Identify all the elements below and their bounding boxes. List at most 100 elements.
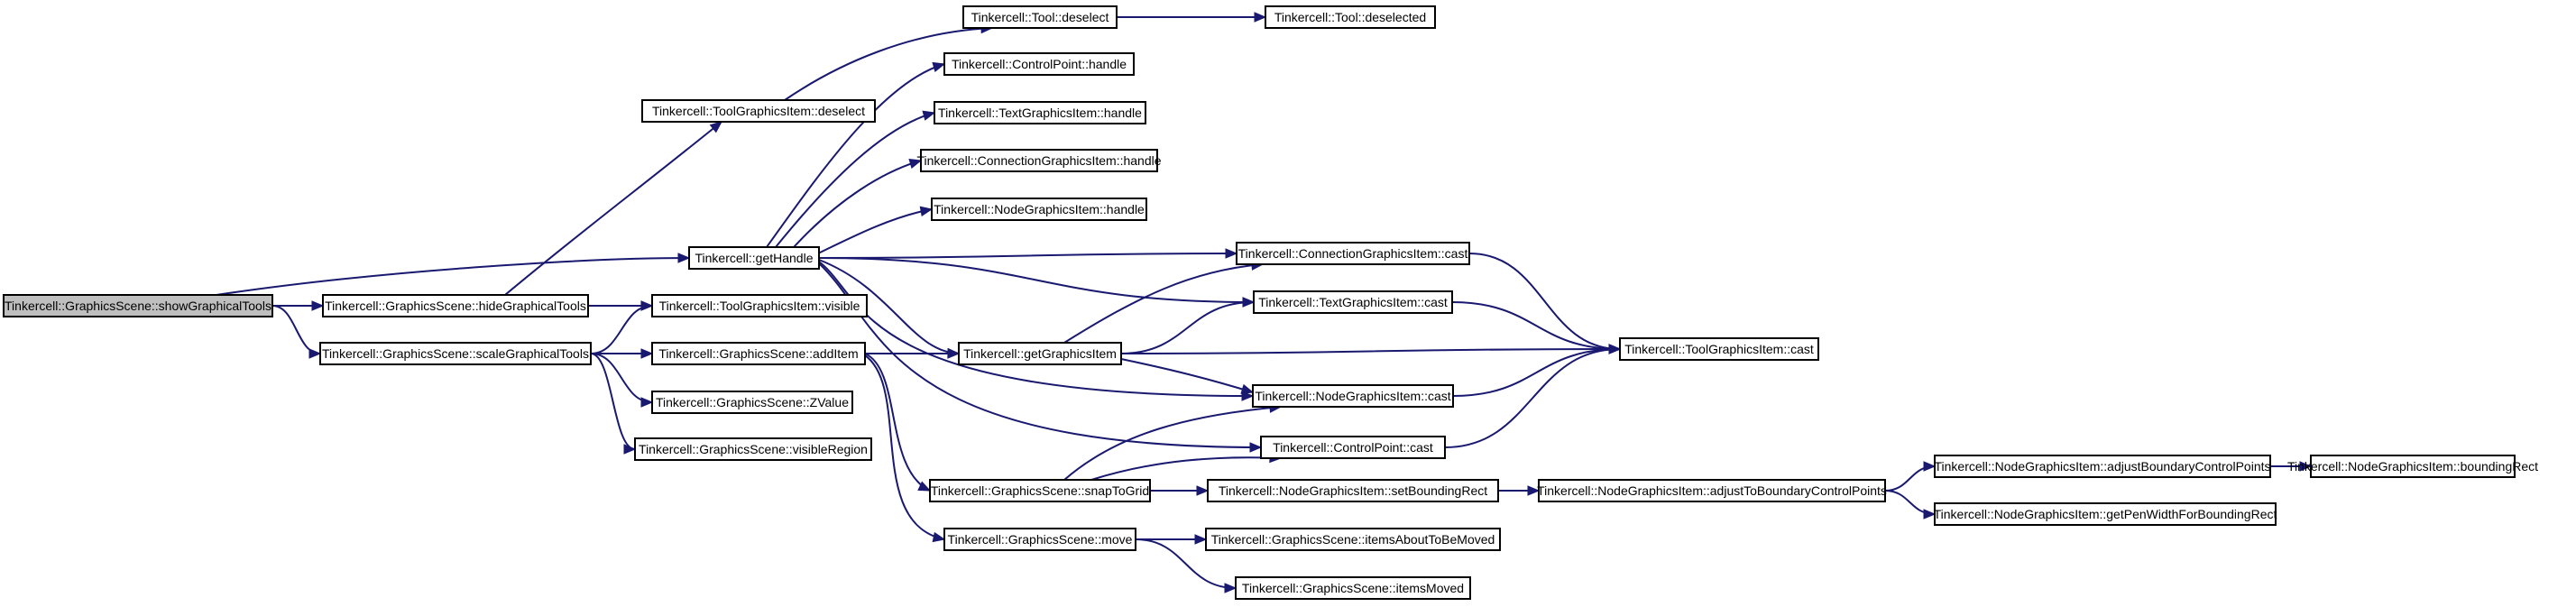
node-txtHandle[interactable]: Tinkercell::TextGraphicsItem::handle <box>934 101 1146 124</box>
edge-adjTo-to-adjBCP <box>1884 461 1937 492</box>
node-label: Tinkercell::ToolGraphicsItem::cast <box>1624 342 1814 356</box>
edge-line <box>1451 301 1621 350</box>
edge-getHandle-to-txtHandle <box>775 110 936 248</box>
node-label: Tinkercell::ConnectionGraphicsItem::cast <box>1238 246 1468 261</box>
edge-show-to-getHandle <box>216 253 691 296</box>
arrowhead-icon <box>1194 534 1208 545</box>
arrowhead-icon <box>1254 12 1267 23</box>
edge-getHandle-to-nodeHandle <box>815 206 934 255</box>
node-visRegion[interactable]: Tinkercell::GraphicsScene::visibleRegion <box>634 437 872 461</box>
node-box <box>920 149 1158 172</box>
node-box <box>1205 528 1501 551</box>
edge-line <box>271 305 321 354</box>
node-getGI[interactable]: Tinkercell::getGraphicsItem <box>958 342 1122 365</box>
node-cpCast[interactable]: Tinkercell::ControlPoint::cast <box>1260 436 1446 459</box>
node-box <box>943 528 1136 551</box>
edge-line <box>815 208 933 255</box>
edge-snap-to-setBR <box>1150 485 1210 496</box>
node-connHandle[interactable]: Tinkercell::ConnectionGraphicsItem::hand… <box>916 149 1162 172</box>
node-label: Tinkercell::NodeGraphicsItem::handle <box>934 202 1145 216</box>
node-label: Tinkercell::getHandle <box>695 251 814 265</box>
edge-line <box>504 121 722 296</box>
node-tgiDeselect[interactable]: Tinkercell::ToolGraphicsItem::deselect <box>641 99 876 123</box>
edge-line <box>1444 348 1621 448</box>
node-nodeCast[interactable]: Tinkercell::NodeGraphicsItem::cast <box>1252 384 1454 408</box>
node-toolDeselected[interactable]: Tinkercell::Tool::deselected <box>1265 5 1436 29</box>
node-addItem[interactable]: Tinkercell::GraphicsScene::addItem <box>651 342 866 365</box>
edge-scale-to-tgiVisible <box>590 300 654 354</box>
node-tgiVisible[interactable]: Tinkercell::ToolGraphicsItem::visible <box>651 294 868 317</box>
node-label: Tinkercell::ToolGraphicsItem::deselect <box>652 104 865 118</box>
node-txtCast[interactable]: Tinkercell::TextGraphicsItem::cast <box>1253 290 1453 314</box>
node-box <box>1265 5 1436 29</box>
node-setBR[interactable]: Tinkercell::NodeGraphicsItem::setBoundin… <box>1207 479 1499 502</box>
arrowhead-icon <box>1923 461 1937 472</box>
edge-line <box>1884 465 1936 492</box>
node-zvalue[interactable]: Tinkercell::GraphicsScene::ZValue <box>651 391 853 414</box>
arrowhead-icon <box>2299 461 2313 472</box>
node-getHandle[interactable]: Tinkercell::getHandle <box>688 246 820 270</box>
edge-hide-to-tgiDeselect <box>504 121 723 296</box>
edge-scale-to-addItem <box>591 348 654 359</box>
node-aboutMoved[interactable]: Tinkercell::GraphicsScene::itemsAboutToB… <box>1205 528 1501 551</box>
node-nodeHandle[interactable]: Tinkercell::NodeGraphicsItem::handle <box>931 198 1147 221</box>
arrowhead-icon <box>623 444 637 455</box>
edge-getHandle-to-nodeCast <box>818 261 1255 401</box>
node-bRect[interactable]: Tinkercell::NodeGraphicsItem::boundingRe… <box>2287 455 2538 478</box>
node-label: Tinkercell::NodeGraphicsItem::getPenWidt… <box>1934 507 2277 521</box>
edge-show-to-scale <box>271 305 322 359</box>
node-box <box>931 198 1147 221</box>
node-label: Tinkercell::TextGraphicsItem::handle <box>938 106 1142 120</box>
root-node[interactable]: Tinkercell::GraphicsScene::showGraphical… <box>3 294 273 317</box>
node-move[interactable]: Tinkercell::GraphicsScene::move <box>943 528 1136 551</box>
node-box <box>1260 436 1446 459</box>
arrowhead-icon <box>311 300 325 311</box>
node-box <box>929 479 1151 502</box>
edge-line <box>775 112 935 248</box>
edge-txtCast-to-tgiCast <box>1451 301 1622 354</box>
arrowhead-icon <box>308 348 322 359</box>
node-label: Tinkercell::NodeGraphicsItem::boundingRe… <box>2287 459 2538 474</box>
node-label: Tinkercell::GraphicsScene::itemsAboutToB… <box>1211 532 1495 547</box>
node-box <box>319 342 592 365</box>
node-connCast[interactable]: Tinkercell::ConnectionGraphicsItem::cast <box>1236 242 1470 265</box>
arrowhead-icon <box>908 158 923 170</box>
node-tgiCast[interactable]: Tinkercell::ToolGraphicsItem::cast <box>1619 337 1819 361</box>
edge-getGI-to-tgiCast <box>1120 344 1622 354</box>
edge-toolDeselect-to-toolDeselected <box>1117 12 1267 23</box>
edge-line <box>818 259 960 354</box>
edge-addItem-to-snap <box>864 353 932 492</box>
node-label: Tinkercell::getGraphicsItem <box>963 346 1117 361</box>
arrowhead-icon <box>1249 442 1263 453</box>
edge-show-to-hide <box>272 300 325 311</box>
arrowhead-icon <box>1242 297 1256 308</box>
edge-line <box>784 27 993 101</box>
nodes-layer: Tinkercell::GraphicsScene::showGraphical… <box>3 5 2538 600</box>
node-snap[interactable]: Tinkercell::GraphicsScene::snapToGrid <box>929 479 1151 502</box>
node-moved[interactable]: Tinkercell::GraphicsScene::itemsMoved <box>1235 576 1471 600</box>
edge-line <box>864 354 945 540</box>
node-label: Tinkercell::NodeGraphicsItem::cast <box>1255 389 1450 403</box>
node-label: Tinkercell::GraphicsScene::itemsMoved <box>1242 581 1464 595</box>
node-box <box>688 246 820 270</box>
node-cpHandle[interactable]: Tinkercell::ControlPoint::handle <box>943 52 1135 76</box>
edge-adjTo-to-penW <box>1884 490 1937 520</box>
node-adjTo[interactable]: Tinkercell::NodeGraphicsItem::adjustToBo… <box>1537 479 1887 502</box>
node-toolDeselect[interactable]: Tinkercell::Tool::deselect <box>962 5 1118 29</box>
node-box <box>958 342 1122 365</box>
edge-line <box>1120 348 1621 354</box>
edge-snap-to-nodeCast <box>1063 402 1283 481</box>
arrowhead-icon <box>932 61 946 72</box>
node-scale[interactable]: Tinkercell::GraphicsScene::scaleGraphica… <box>319 342 592 365</box>
node-box <box>1252 384 1454 408</box>
node-hide[interactable]: Tinkercell::GraphicsScene::hideGraphical… <box>322 294 589 317</box>
node-label: Tinkercell::ControlPoint::cast <box>1273 440 1433 455</box>
edge-addItem-to-getGI <box>865 348 961 359</box>
node-penW[interactable]: Tinkercell::NodeGraphicsItem::getPenWidt… <box>1934 502 2277 526</box>
edge-scale-to-visRegion <box>590 353 637 455</box>
edge-getHandle-to-connHandle <box>793 158 923 248</box>
node-adjBCP[interactable]: Tinkercell::NodeGraphicsItem::adjustBoun… <box>1934 455 2271 478</box>
node-label: Tinkercell::ToolGraphicsItem::visible <box>659 299 860 313</box>
node-box <box>641 99 876 123</box>
